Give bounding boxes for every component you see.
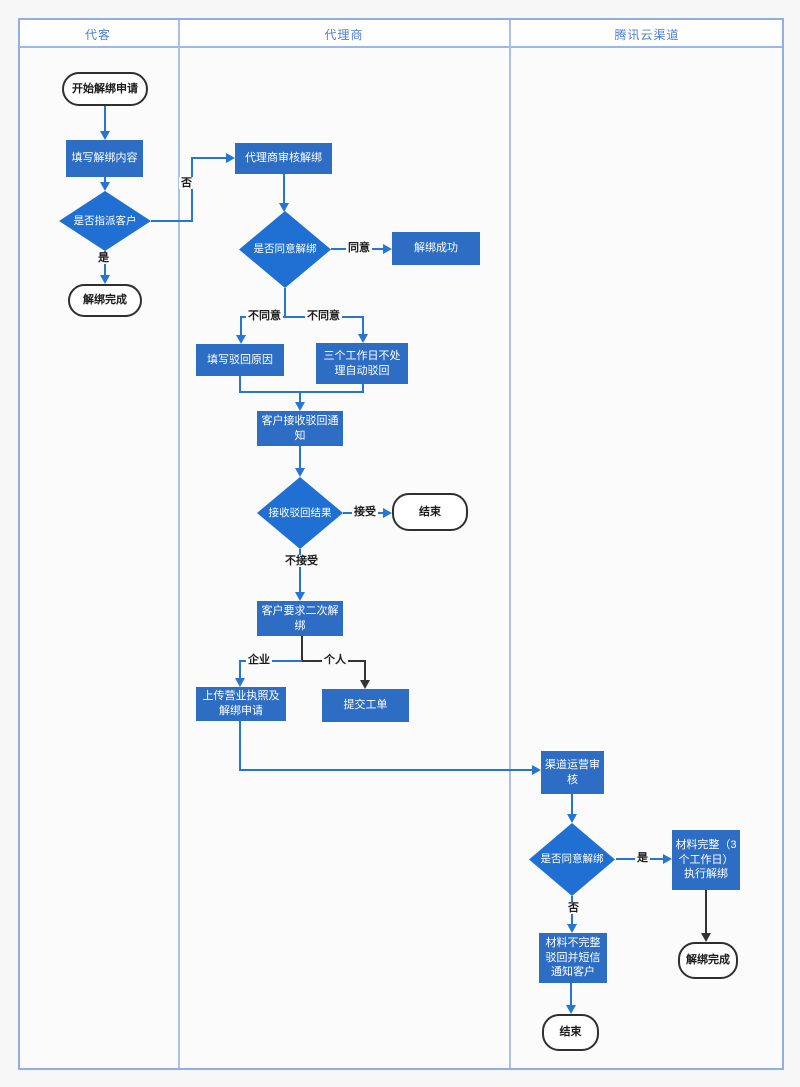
connector-merge-h [239,391,364,393]
arrowhead-down-icon [567,924,577,933]
arrowhead-down-icon [701,933,711,942]
connector-reason-down [239,376,241,393]
arrowhead-down-icon [360,680,370,689]
connector-disagree-left-v [240,316,242,336]
connector-decide-no-h1 [151,220,193,222]
arrowhead-right-icon [226,153,235,163]
lane-header-tencent: 腾讯云渠道 [614,28,680,42]
arrowhead-right-icon [663,854,672,864]
arrowhead-down-icon [100,131,110,140]
edge-label-agree: 同意 [346,242,372,255]
node-unbind-done-terminator: 解绑完成 [68,284,142,317]
edge-label-disagree-right: 不同意 [305,310,342,323]
node-unbind-success: 解绑成功 [392,232,480,265]
arrowhead-down-icon [236,335,246,344]
connector-merge-v [299,391,301,403]
edge-label-no1: 否 [179,177,194,190]
connector-to-channel-h [239,769,533,771]
node-complete-material-execute: 材料完整（3个工作日）执行解绑 [672,830,740,890]
lane-header-strip [20,20,782,48]
node-unbind-done-terminator-2: 解绑完成 [678,942,738,979]
connector-second-stem-black [301,636,303,662]
connector-review-to-decide [283,174,285,205]
node-end-terminator-1: 结束 [392,493,468,531]
node-fill-reject-reason: 填写驳回原因 [196,344,284,376]
connector-disagree-stem [284,288,286,318]
arrowhead-down-icon [100,182,110,191]
connector-disagree-split [240,316,364,318]
node-fill-unbind-content: 填写解绑内容 [66,140,143,177]
lane-header-agent: 代理商 [324,28,364,42]
node-auto-reject-3days: 三个工作日不处理自动驳回 [316,343,408,384]
connector-fill-to-decide [104,177,106,184]
connector-incomplete-down [570,983,572,1006]
edge-label-no2: 否 [566,902,581,915]
arrowhead-right-icon [383,508,392,518]
node-second-unbind-request: 客户要求二次解绑 [257,601,343,636]
arrowhead-down-icon [295,402,305,411]
lane-divider-1 [178,20,180,1068]
connector-personal-v-black [364,660,366,681]
edge-label-enterprise: 企业 [246,654,272,667]
connector-complete-down-black [705,890,707,934]
edge-label-accept: 接受 [352,506,378,519]
edge-label-personal: 个人 [322,654,348,667]
node-agent-review: 代理商审核解绑 [235,143,332,174]
edge-label-disagree-left: 不同意 [246,310,283,323]
connector-disagree-right-v [362,316,364,335]
node-start-terminator: 开始解绑申请 [62,72,148,106]
arrowhead-down-icon [567,814,577,823]
connector-channel-to-decide [571,794,573,815]
arrowhead-down-icon [358,334,368,343]
connector-start-to-fill [104,106,106,133]
connector-autoreject-down [362,384,364,393]
arrowhead-down-icon [295,468,305,477]
connector-decide-no-v [191,158,193,222]
arrowhead-down-icon [295,592,305,601]
connector-upload-down [239,721,241,771]
node-incomplete-material-reject-sms: 材料不完整驳回并短信通知客户 [539,933,607,983]
arrowhead-right-icon [383,244,392,254]
arrowhead-down-icon [566,1005,576,1014]
node-end-terminator-2: 结束 [542,1014,599,1051]
connector-decide-no-h2 [191,157,227,159]
lane-divider-2 [509,20,511,1068]
swimlane-frame [18,18,784,1070]
node-submit-ticket: 提交工单 [322,689,409,722]
edge-label-yes1: 是 [96,252,111,265]
connector-notify-to-receive [299,446,301,469]
arrowhead-down-icon [100,275,110,284]
node-customer-receive-reject-notice: 客户接收驳回通知 [257,411,343,446]
connector-notaccept-down [299,549,301,593]
edge-label-not-accept: 不接受 [283,555,320,568]
node-upload-business-license: 上传营业执照及解绑申请 [196,687,286,721]
arrowhead-down-icon [279,203,289,212]
arrowhead-down-icon [235,678,245,687]
lane-header-customer: 代客 [84,28,112,42]
arrowhead-right-icon [532,765,541,775]
edge-label-yes2: 是 [635,852,650,865]
node-channel-operation-review: 渠道运营审核 [541,751,604,794]
connector-enterprise-v [239,660,241,679]
